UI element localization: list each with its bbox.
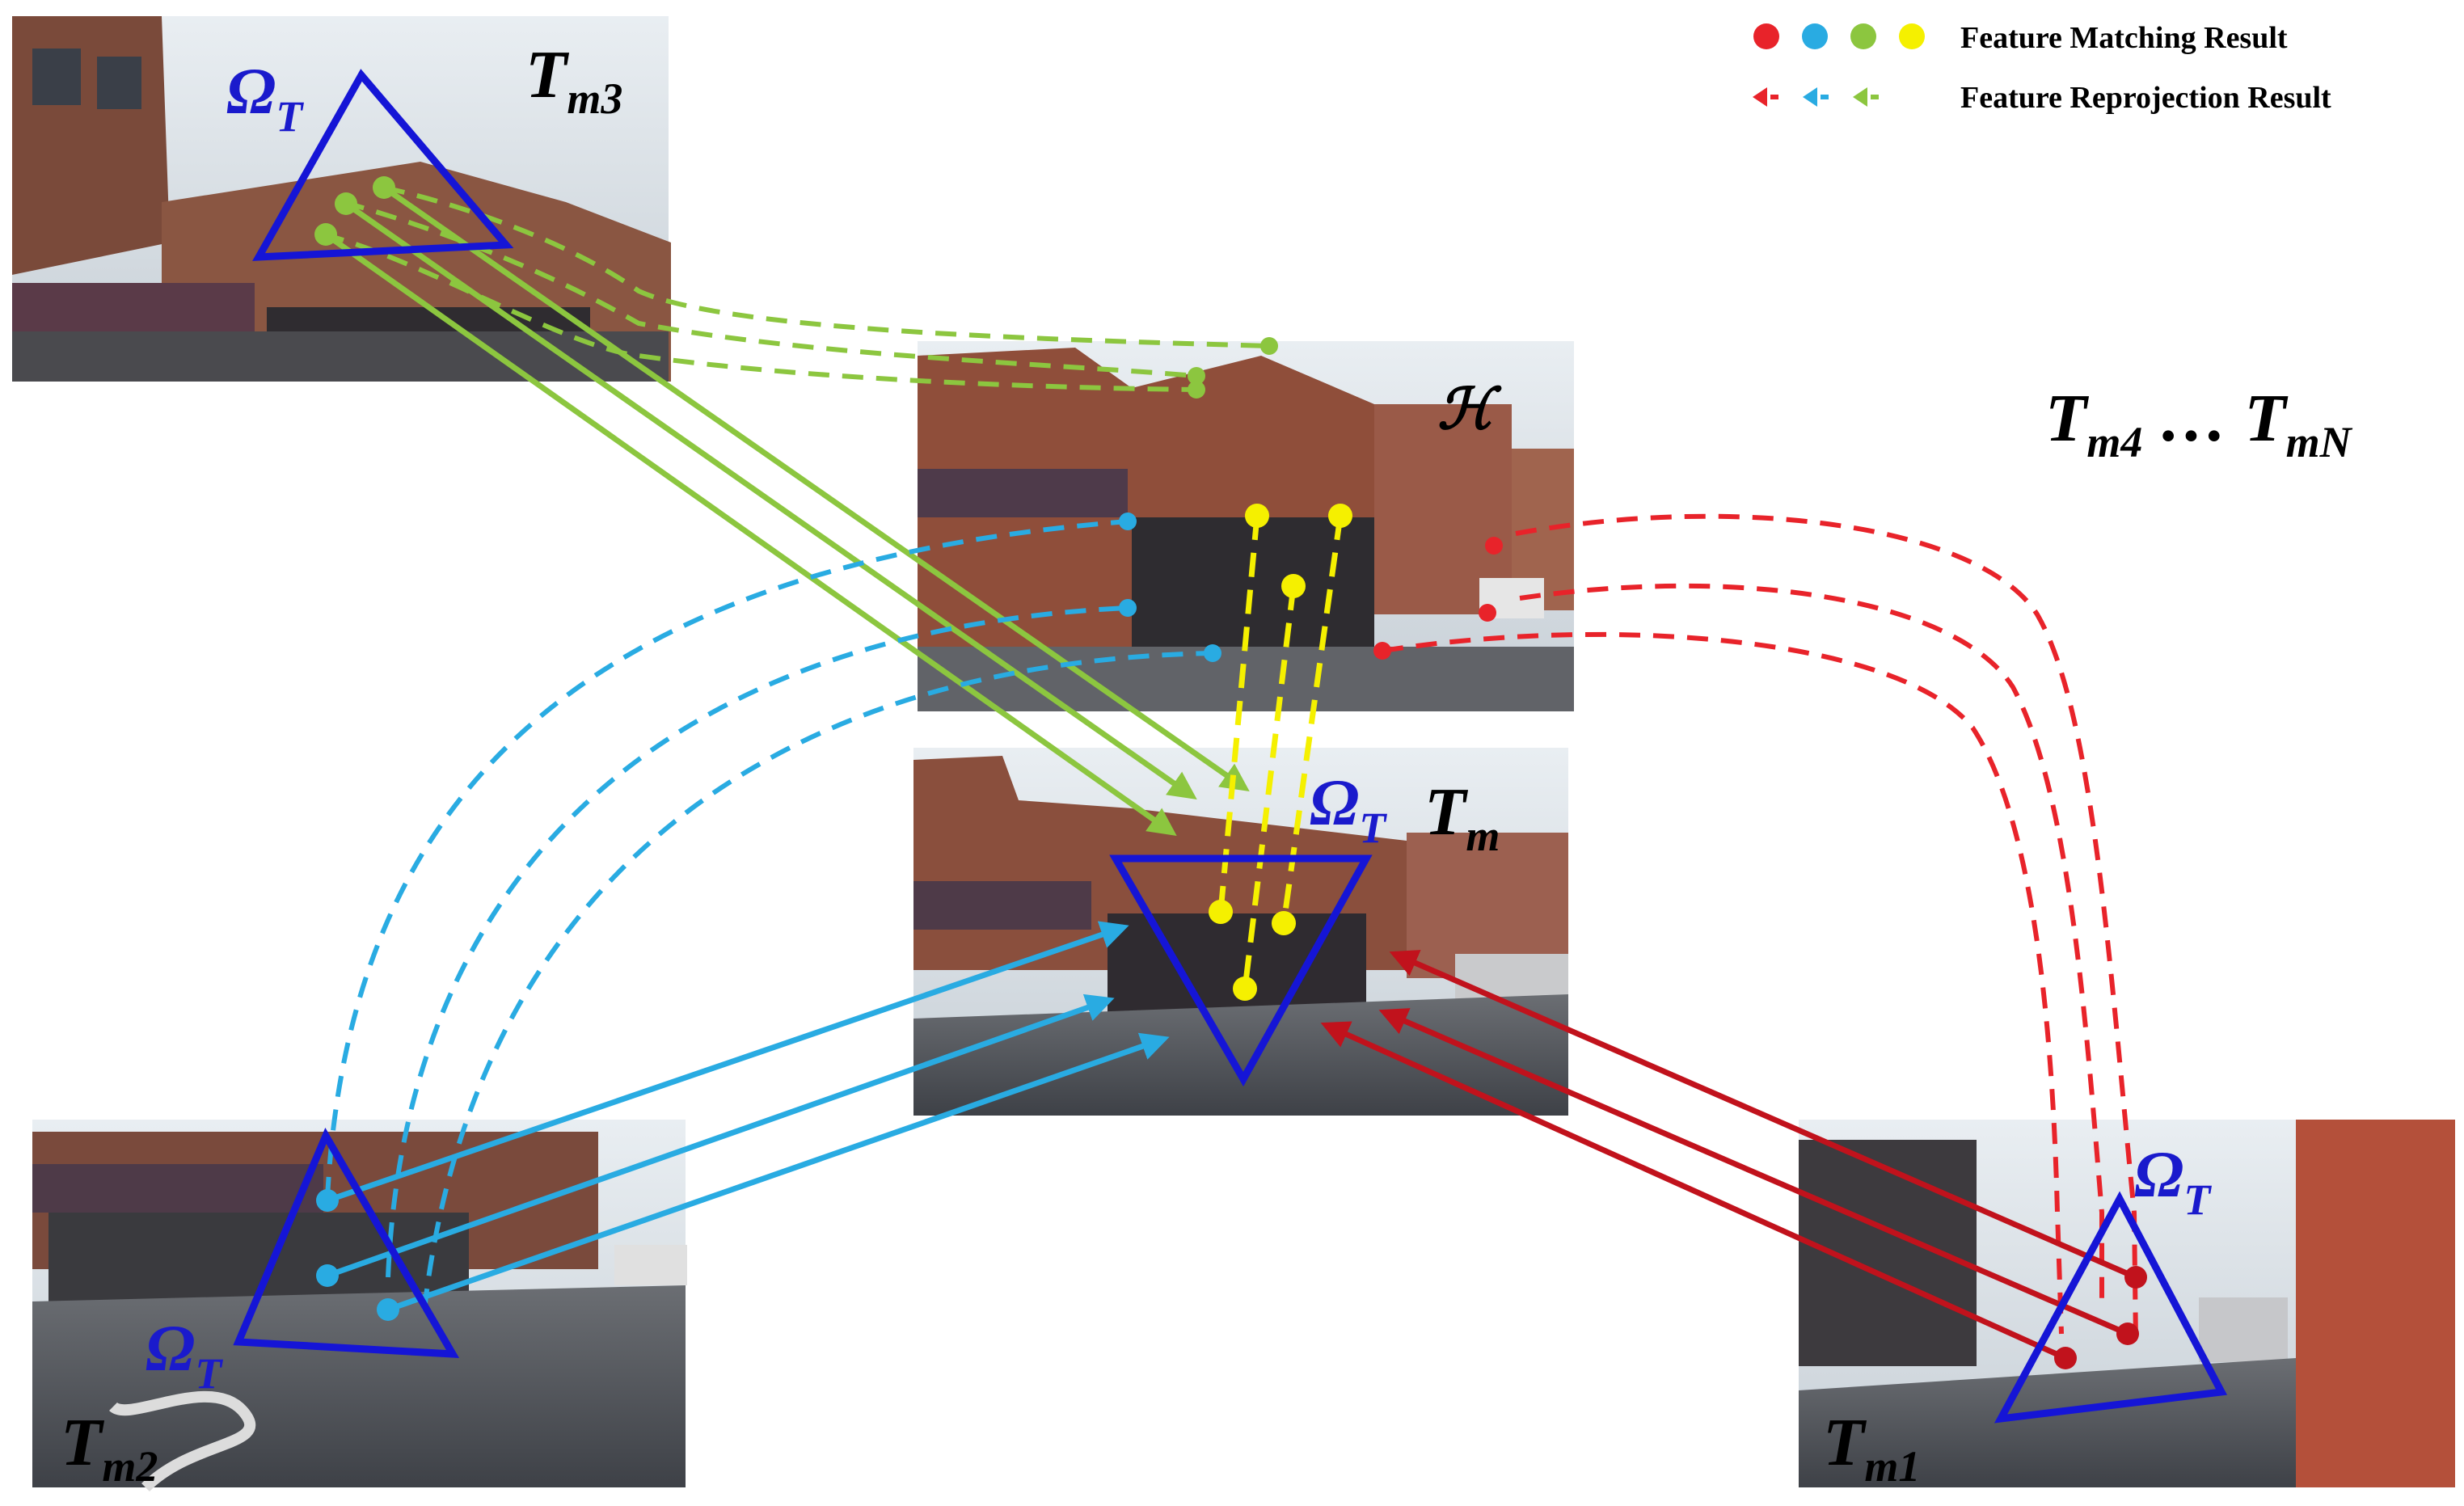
green-reprojection-lines [323, 185, 1270, 392]
omega-label-tm2: ΩT [146, 1311, 223, 1398]
label-tm4-tmn: Tm4 … TmN [2045, 381, 2353, 466]
green-feature-points [314, 176, 1278, 399]
yellow-feature-points [1209, 504, 1352, 1001]
image-tm [913, 748, 1568, 1116]
label-tm2: Tm2 [61, 1405, 158, 1491]
image-tm2 [32, 1120, 687, 1492]
red-reprojection-lines [1382, 513, 2138, 1343]
red-matching-arrows [1320, 950, 2137, 1361]
triangle-tm1 [1994, 1191, 2228, 1424]
legend-dot-blue [1802, 23, 1828, 49]
triangle-tm2 [233, 1127, 460, 1358]
legend: Feature Matching Result Feature Reprojec… [1753, 21, 2331, 115]
legend-dot-green [1850, 23, 1876, 49]
omega-label-tm1: ΩT [2134, 1137, 2212, 1224]
label-tm: Tm [1424, 774, 1500, 860]
label-h: ℋ [1437, 379, 1502, 441]
image-tm3 [12, 16, 671, 382]
legend-dot-yellow [1899, 23, 1925, 49]
green-matching-arrows [323, 185, 1250, 837]
blue-matching-arrows [326, 921, 1170, 1313]
legend-dot-red [1753, 23, 1779, 49]
triangle-tm3 [252, 69, 514, 261]
legend-reprojection-label: Feature Reprojection Result [1960, 81, 2331, 115]
omega-triangles [233, 69, 2228, 1424]
legend-reprojection-arrows [1753, 87, 1879, 107]
omega-label-tm: ΩT [1310, 766, 1387, 852]
triangle-tm [1109, 854, 1373, 1087]
label-tm1: Tm1 [1823, 1405, 1920, 1491]
blue-reprojection-lines [325, 519, 1213, 1310]
omega-label-tm3: ΩT [226, 54, 304, 141]
image-tm1 [1799, 1120, 2455, 1487]
blue-feature-points [316, 513, 1221, 1321]
label-tm3: Tm3 [525, 37, 622, 123]
red-feature-points [1373, 537, 2147, 1369]
legend-matching-label: Feature Matching Result [1960, 21, 2288, 55]
